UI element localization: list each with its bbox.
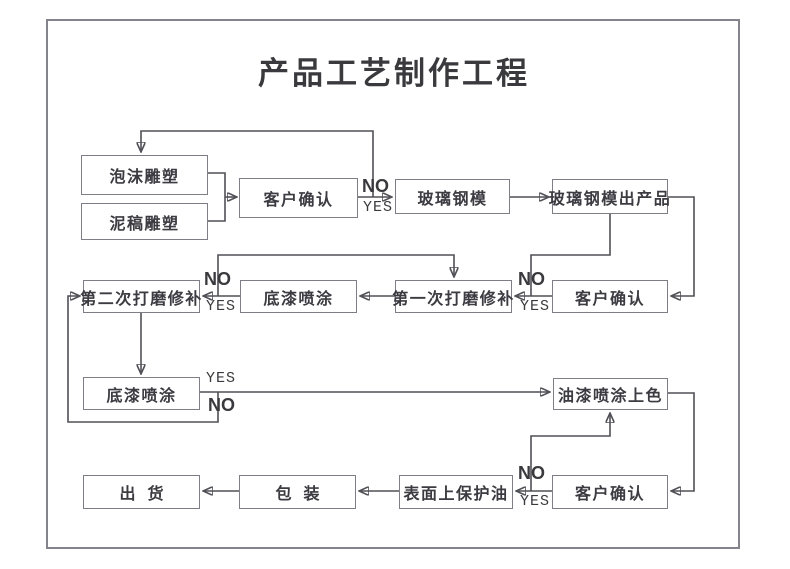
branch-label-no-3: NO xyxy=(518,269,545,289)
node-customer-confirm-3: 客户确认 xyxy=(552,475,668,509)
connector-confirm1-no-to-foam xyxy=(141,130,374,197)
node-customer-confirm-2: 客户确认 xyxy=(552,280,668,313)
node-foam-sculpture: 泡沫雕塑 xyxy=(81,155,208,195)
branch-label-yes-2: YES xyxy=(206,298,237,315)
node-paint-spray: 油漆喷涂上色 xyxy=(553,378,668,410)
connector-confirm3-no-to-paint xyxy=(530,414,610,491)
connector-primer2-no-to-second-sanding xyxy=(67,296,219,423)
connector-paint-to-confirm3 xyxy=(668,392,695,491)
node-primer-spray-2: 底漆喷涂 xyxy=(83,377,200,410)
branch-label-yes-3: YES xyxy=(520,298,551,315)
connector-sculpture-merge-bracket xyxy=(208,172,226,222)
branch-label-yes-4: YES xyxy=(206,370,237,387)
page-title: 产品工艺制作工程 xyxy=(258,56,530,91)
branch-label-yes-1: YES xyxy=(363,199,394,216)
connector-product-to-confirm2 xyxy=(668,196,695,296)
connector-primer1-no-to-first-sanding xyxy=(217,254,454,296)
node-protective-oil: 表面上保护油 xyxy=(399,475,513,509)
node-shipment: 出货 xyxy=(83,475,200,509)
node-customer-confirm-1: 客户确认 xyxy=(239,178,358,218)
branch-label-no-1: NO xyxy=(362,176,389,196)
node-packaging: 包装 xyxy=(239,475,356,509)
branch-label-no-2: NO xyxy=(204,269,231,289)
connector-confirm2-no-to-product xyxy=(530,214,611,296)
branch-label-no-5: NO xyxy=(518,463,545,483)
node-first-sanding: 第一次打磨修补 xyxy=(392,280,513,313)
node-second-sanding: 第二次打磨修补 xyxy=(80,280,201,313)
chart-border xyxy=(46,19,740,549)
node-clay-sculpture: 泥稿雕塑 xyxy=(81,203,208,240)
node-fiberglass-product: 玻璃钢模出产品 xyxy=(549,179,670,214)
branch-label-yes-5: YES xyxy=(520,493,551,510)
node-primer-spray-1: 底漆喷涂 xyxy=(240,280,357,313)
node-fiberglass-mold: 玻璃钢模 xyxy=(395,179,510,214)
branch-label-no-4: NO xyxy=(208,395,235,415)
